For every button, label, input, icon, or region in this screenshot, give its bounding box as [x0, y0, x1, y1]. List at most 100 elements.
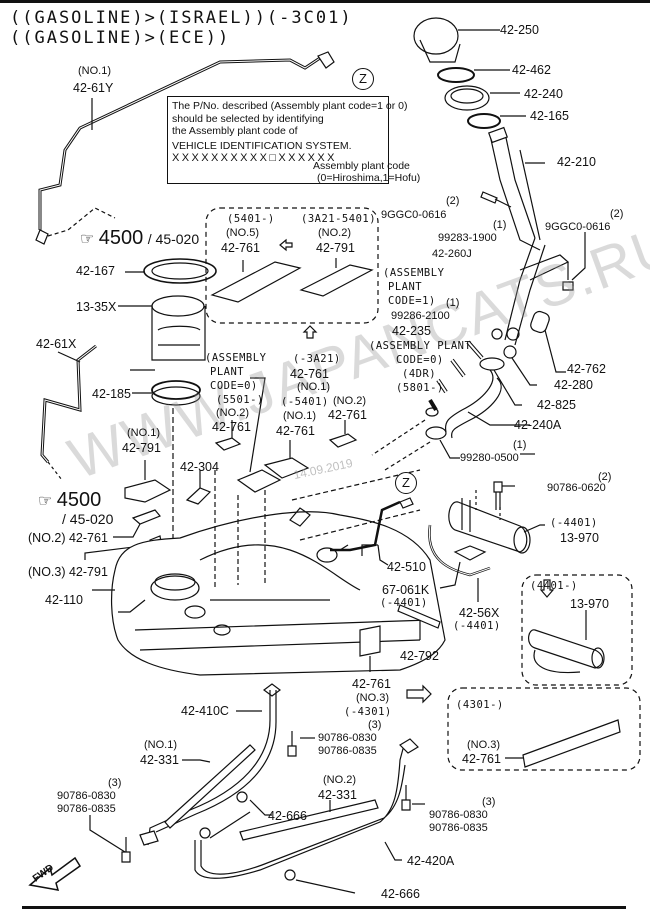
pad-42-761-no2: [328, 433, 358, 448]
z-reference-top: Z: [352, 68, 374, 90]
part-9ggc0-0616-right[interactable]: 9GGC0-0616: [545, 221, 611, 233]
part-42-666-a[interactable]: 42-666: [268, 809, 307, 823]
code-5401-no: (NO.1): [283, 410, 316, 422]
top-border: [0, 0, 650, 3]
bolt-center-qty: (3): [368, 719, 382, 731]
part-42-61y-no: (NO.1): [78, 65, 111, 77]
pad-42-791-no1: [124, 479, 172, 503]
o-ring-462: [437, 67, 475, 83]
bolt-center: [287, 731, 297, 757]
part-42-462[interactable]: 42-462: [512, 63, 551, 77]
pad-42-761-5401: [263, 457, 310, 479]
part-42-235[interactable]: 42-235: [392, 324, 431, 338]
part-42-761-no2[interactable]: 42-761: [328, 408, 367, 422]
part-42-825[interactable]: 42-825: [537, 398, 576, 412]
part-42-165[interactable]: 42-165: [530, 109, 569, 123]
part-42-210[interactable]: 42-210: [557, 155, 596, 169]
part-42-761-no3[interactable]: 42-761: [352, 677, 391, 691]
code-no2: (NO.2): [333, 395, 366, 407]
pad-42-761-5501: [214, 437, 242, 451]
connector-top: [317, 51, 335, 69]
asm-code1-line-b: PLANT: [388, 281, 423, 293]
part-99280-0500[interactable]: 99280-0500: [460, 452, 519, 464]
box-a-part-42-761[interactable]: 42-761: [221, 241, 260, 255]
part-42-331-no1-no: (NO.1): [144, 739, 177, 751]
box-b-part-42-791[interactable]: 42-791: [316, 241, 355, 255]
box-c-code: (4401-): [530, 580, 578, 592]
part-42-792[interactable]: 42-792: [400, 649, 439, 663]
part-42-761-5401[interactable]: 42-761: [276, 424, 315, 438]
code-3a21: (-3A21): [293, 353, 341, 365]
part-42-791[interactable]: 42-791: [122, 441, 161, 455]
part-42-761-5501[interactable]: 42-761: [212, 420, 251, 434]
ref-page: / 45-020: [147, 231, 200, 247]
filler-cap: [413, 17, 459, 55]
part-67-061k[interactable]: 67-061K: [382, 583, 430, 597]
note-line-4: VEHICLE IDENTIFICATION SYSTEM.: [172, 139, 352, 152]
part-90786-0835-left[interactable]: 90786-0835: [57, 803, 116, 815]
part-42-240[interactable]: 42-240: [524, 87, 563, 101]
part-42-762: [530, 310, 550, 334]
part-42-510[interactable]: 42-510: [387, 560, 426, 574]
bolt-9ggc-right: [562, 262, 574, 291]
note-line-3: the Assembly plant code of: [172, 125, 298, 137]
part-90786-0835-right[interactable]: 90786-0835: [429, 822, 488, 834]
part-42-280[interactable]: 42-280: [554, 378, 593, 392]
part-42-250[interactable]: 42-250: [500, 23, 539, 37]
bolt-left-qty: (3): [108, 777, 122, 789]
qty-99283: (1): [493, 219, 507, 231]
part-42-331-no2-no: (NO.2): [323, 774, 356, 786]
bolt-9ggc-left: [480, 191, 512, 208]
part-13-35x[interactable]: 13-35X: [76, 300, 117, 314]
box-b-no: (NO.2): [318, 227, 351, 239]
part-13-970-code: (-4401): [550, 517, 598, 529]
box-a-code: (5401-): [227, 213, 275, 225]
part-42-420a[interactable]: 42-420A: [407, 854, 455, 868]
part-42-410c[interactable]: 42-410C: [181, 704, 229, 718]
pad-42-304: [185, 487, 212, 505]
part-90786-0830-left[interactable]: 90786-0830: [57, 790, 116, 802]
part-99283-1900[interactable]: 99283-1900: [438, 232, 497, 244]
box-c-part-13-970[interactable]: 13-970: [570, 597, 609, 611]
asm-code0l-no: (NO.2): [216, 407, 249, 419]
part-42-331-no2[interactable]: 42-331: [318, 788, 357, 802]
nut-42-666-a: [236, 791, 248, 803]
part-42-762[interactable]: 42-762: [567, 362, 606, 376]
part-90786-0835-center[interactable]: 90786-0835: [318, 745, 377, 757]
part-42-761-no2-left[interactable]: (NO.2) 42-761: [28, 531, 108, 545]
part-90786-0830-right[interactable]: 90786-0830: [429, 809, 488, 821]
part-9ggc0-0616-left[interactable]: 9GGC0-0616: [381, 209, 447, 221]
part-42-61x[interactable]: 42-61X: [36, 337, 77, 351]
bolt-right: [401, 785, 411, 811]
part-42-185[interactable]: 42-185: [92, 387, 131, 401]
bolt-right-qty: (3): [482, 796, 496, 808]
part-42-110[interactable]: 42-110: [45, 593, 83, 607]
reference-4500-top[interactable]: ☞ 4500 / 45-020: [80, 228, 199, 248]
part-42-260j[interactable]: 42-260J: [432, 248, 472, 260]
part-42-761-3a21[interactable]: 42-761: [290, 367, 329, 381]
part-90786-0620[interactable]: 90786-0620: [547, 482, 606, 494]
bottom-border: [22, 906, 626, 909]
part-42-304[interactable]: 42-304: [180, 460, 219, 474]
part-42-61y[interactable]: 42-61Y: [73, 81, 114, 95]
pad-42-761-no3: [359, 625, 381, 657]
reference-4500-bottom[interactable]: ☞ 4500: [38, 490, 101, 510]
part-90786-0830-center[interactable]: 90786-0830: [318, 732, 377, 744]
part-13-970[interactable]: 13-970: [560, 531, 599, 545]
part-42-666-b[interactable]: 42-666: [381, 887, 420, 901]
part-42-56x[interactable]: 42-56X: [459, 606, 500, 620]
strap-42-420a: [194, 744, 406, 879]
asm-code0l-line-a: (ASSEMBLY: [205, 352, 267, 364]
pump-13-35x: [151, 295, 205, 317]
nut-42-666-b: [284, 869, 296, 881]
box-d-part-42-761[interactable]: 42-761: [462, 752, 501, 766]
code-5401: (-5401): [281, 396, 329, 408]
part-42-167[interactable]: 42-167: [76, 264, 115, 278]
part-42-791-no3[interactable]: (NO.3) 42-791: [28, 565, 108, 579]
part-42-240a[interactable]: 42-240A: [514, 418, 562, 432]
reference-4500-bottom-page[interactable]: / 45-020: [62, 512, 113, 528]
note-sub-1: Assembly plant code: [313, 160, 410, 172]
strap-42-331-no1: [164, 744, 256, 829]
part-42-331-no1[interactable]: 42-331: [140, 753, 179, 767]
part-99286-2100[interactable]: 99286-2100: [391, 310, 450, 322]
